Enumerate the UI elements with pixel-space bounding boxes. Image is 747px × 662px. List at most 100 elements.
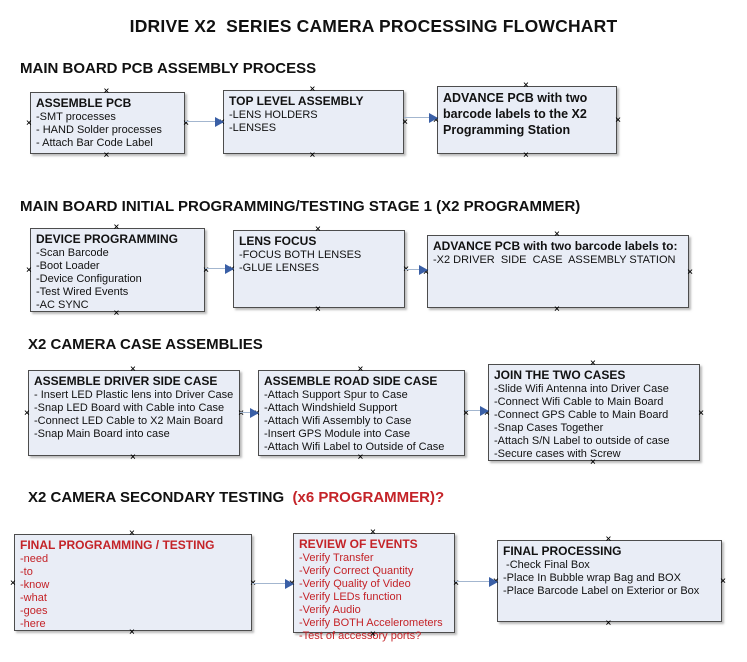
connector-final-programming-to-review[interactable]	[252, 578, 294, 589]
anchor-handle-top[interactable]: ×	[113, 222, 120, 233]
anchor-handle-top[interactable]: ×	[523, 80, 529, 91]
connector-assemble-pcb-to-top-level[interactable]	[185, 116, 224, 127]
anchor-handle-bottom[interactable]: ×	[129, 627, 135, 638]
box-assemble-road-side-case[interactable]: ASSEMBLE ROAD SIDE CASE -Attach Support …	[254, 365, 469, 463]
anchor-handle-top[interactable]: ×	[103, 86, 110, 97]
box-title: ASSEMBLE PCB	[36, 96, 132, 110]
anchor-handle-top[interactable]: ×	[130, 364, 136, 375]
anchor-handle-top[interactable]: ×	[590, 358, 596, 369]
box-line: -Secure cases with Screw	[494, 448, 621, 460]
anchor-handle-bottom[interactable]: ×	[554, 304, 560, 315]
box-line: -GLUE LENSES	[239, 262, 320, 274]
anchor-handle-right[interactable]: ×	[238, 408, 244, 419]
connector-driver-case-to-road-case[interactable]	[240, 407, 259, 418]
anchor-handle-right[interactable]: ×	[698, 407, 704, 419]
box-title: ADVANCE PCB with two barcode labels to:	[433, 239, 678, 253]
connector-line	[404, 117, 432, 118]
box-top-level-assembly[interactable]: TOP LEVEL ASSEMBLY -LENS HOLDERS -LENSES…	[219, 85, 408, 161]
box-line: -Snap Main Board into case	[34, 428, 170, 440]
box-line: -Scan Barcode	[36, 247, 109, 259]
box-line: - Attach Bar Code Label	[36, 137, 153, 149]
anchor-handle-bottom[interactable]: ×	[315, 304, 321, 315]
section-header-case-assemblies: X2 CAMERA CASE ASSEMBLIES	[28, 336, 263, 353]
box-line: -here	[20, 618, 46, 630]
anchor-handle-bottom[interactable]: ×	[130, 452, 136, 463]
connector-road-case-to-join-cases[interactable]	[465, 405, 489, 416]
arrow-right-icon	[489, 576, 498, 587]
anchor-handle-right[interactable]: ×	[183, 118, 189, 129]
page-title: IDRIVE X2 SERIES CAMERA PROCESSING FLOWC…	[129, 16, 618, 36]
arrow-right-icon	[250, 407, 259, 418]
anchor-handle-bottom[interactable]: ×	[590, 457, 596, 468]
anchor-handle-bottom[interactable]: ×	[605, 618, 612, 629]
anchor-handle-bottom[interactable]: ×	[103, 150, 110, 161]
box-title: ADVANCE PCB with two barcode labels to t…	[443, 91, 588, 137]
box-line: -Verify Correct Quantity	[299, 565, 414, 577]
anchor-handle-left[interactable]: ×	[26, 118, 32, 129]
box-join-the-two-cases[interactable]: JOIN THE TWO CASES -Slide Wifi Antenna i…	[484, 359, 704, 468]
box-line: -what	[20, 592, 47, 604]
box-device-programming[interactable]: DEVICE PROGRAMMING -Scan Barcode -Boot L…	[26, 223, 209, 319]
anchor-handle-top[interactable]: ×	[309, 84, 316, 95]
arrow-right-icon	[480, 405, 489, 416]
anchor-handle-top[interactable]: ×	[370, 527, 376, 538]
anchor-handle-bottom[interactable]: ×	[113, 308, 120, 319]
box-line: -LENS HOLDERS	[229, 109, 318, 121]
box-line: -Verify BOTH Accelerometers	[299, 617, 443, 629]
box-line: -Attach Support Spur to Case	[264, 389, 408, 401]
box-line: -Verify LEDs function	[299, 591, 402, 603]
box-line: -to	[20, 566, 33, 578]
box-line: -Place In Bubble wrap Bag and BOX	[503, 572, 681, 584]
box-line: -Attach S/N Label to outside of case	[494, 435, 670, 447]
arrow-right-icon	[225, 263, 234, 274]
anchor-handle-left[interactable]: ×	[26, 265, 32, 276]
box-final-programming-testing[interactable]: FINAL PROGRAMMING / TESTING -need -to -k…	[10, 529, 256, 638]
anchor-handle-right[interactable]: ×	[615, 115, 621, 126]
box-line: -Connect LED Cable to X2 Main Board	[34, 415, 223, 427]
anchor-handle-right[interactable]: ×	[463, 408, 469, 419]
box-assemble-driver-side-case[interactable]: ASSEMBLE DRIVER SIDE CASE - Insert LED P…	[24, 365, 244, 463]
box-line: -X2 DRIVER SIDE CASE ASSEMBLY STATION	[433, 254, 676, 266]
anchor-handle-top[interactable]: ×	[129, 528, 135, 539]
box-line: - HAND Solder processes	[36, 124, 162, 136]
box-final-processing[interactable]: FINAL PROCESSING -Check Final Box -Place…	[493, 535, 726, 629]
connector-device-programming-to-lens-focus[interactable]	[205, 263, 234, 274]
box-line: -know	[20, 579, 50, 591]
connector-top-level-to-advance[interactable]	[404, 112, 438, 123]
box-title: TOP LEVEL ASSEMBLY	[229, 94, 364, 108]
box-line: -Device Configuration	[36, 273, 142, 285]
section-header-pcb-assembly: MAIN BOARD PCB ASSEMBLY PROCESS	[20, 60, 317, 77]
arrow-right-icon	[215, 116, 224, 127]
box-line: -Slide Wifi Antenna into Driver Case	[494, 383, 669, 395]
anchor-handle-top[interactable]: ×	[605, 534, 612, 545]
box-advance-to-driver-side-station[interactable]: ADVANCE PCB with two barcode labels to: …	[423, 230, 693, 315]
box-line: -Attach Wifi Label to Outside of Case	[264, 441, 445, 453]
box-line: -Snap Cases Together	[494, 422, 604, 434]
connector-review-to-final-processing[interactable]	[455, 576, 498, 587]
anchor-handle-right[interactable]: ×	[720, 576, 726, 587]
box-line: -FOCUS BOTH LENSES	[239, 249, 362, 261]
anchor-handle-bottom[interactable]: ×	[309, 150, 316, 161]
anchor-handle-left[interactable]: ×	[10, 577, 16, 589]
anchor-handle-bottom[interactable]: ×	[523, 150, 529, 161]
box-assemble-pcb[interactable]: ASSEMBLE PCB -SMT processes - HAND Solde…	[26, 87, 189, 161]
box-line: -Boot Loader	[36, 260, 100, 272]
box-lens-focus[interactable]: LENS FOCUS -FOCUS BOTH LENSES -GLUE LENS…	[229, 225, 409, 315]
anchor-handle-right[interactable]: ×	[203, 265, 209, 276]
anchor-handle-top[interactable]: ×	[315, 224, 321, 235]
arrow-right-icon	[419, 264, 428, 275]
box-title: LENS FOCUS	[239, 234, 317, 248]
anchor-handle-right[interactable]: ×	[687, 266, 693, 278]
anchor-handle-top[interactable]: ×	[357, 364, 364, 375]
connector-lens-focus-to-advance[interactable]	[405, 264, 428, 275]
anchor-handle-bottom[interactable]: ×	[370, 629, 376, 640]
box-line: -Test of accessory ports?	[299, 630, 422, 642]
anchor-handle-left[interactable]: ×	[24, 408, 30, 419]
anchor-handle-top[interactable]: ×	[554, 229, 560, 240]
anchor-handle-bottom[interactable]: ×	[357, 452, 364, 463]
box-line: -SMT processes	[36, 111, 116, 123]
anchor-handle-right[interactable]: ×	[453, 578, 459, 589]
anchor-handle-right[interactable]: ×	[402, 117, 408, 128]
box-advance-to-programming-station[interactable]: ADVANCE PCB with two barcode labels to t…	[433, 81, 621, 161]
box-review-of-events[interactable]: REVIEW OF EVENTS -Verify Transfer -Verif…	[289, 528, 459, 643]
